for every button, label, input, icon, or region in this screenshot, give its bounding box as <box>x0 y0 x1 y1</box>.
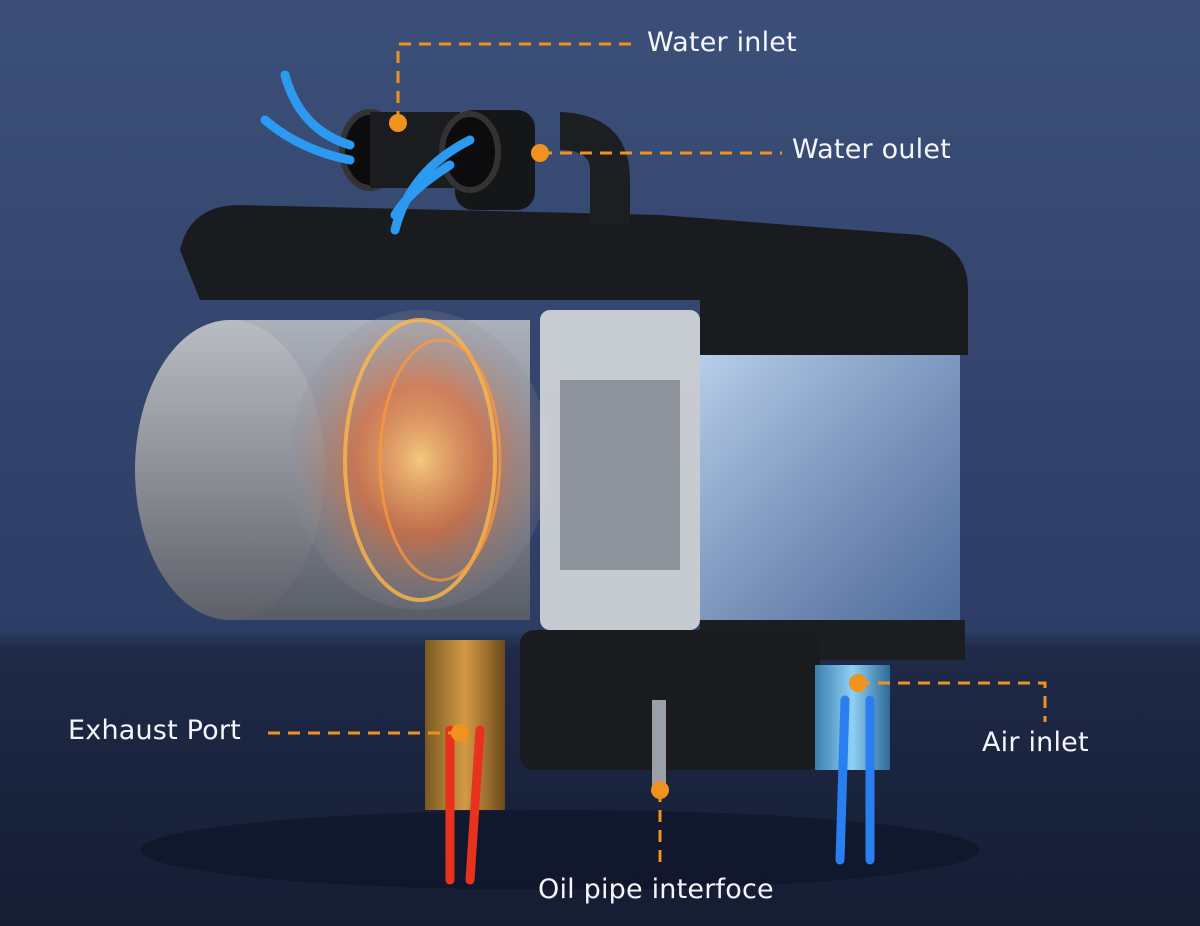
exhaust-pipe <box>425 640 505 810</box>
label-oil-pipe-interface: Oil pipe interfoce <box>538 874 774 905</box>
label-air-inlet: Air inlet <box>982 727 1089 758</box>
oil-pipe <box>652 700 666 790</box>
top-housing <box>180 205 968 355</box>
leader-dots <box>389 114 867 799</box>
label-water-inlet: Water inlet <box>647 27 797 58</box>
fan-housing <box>700 355 960 630</box>
flow-arrows <box>260 70 875 885</box>
combustion-chamber <box>290 310 550 610</box>
leader-lines <box>265 42 1047 862</box>
label-exhaust-port: Exhaust Port <box>68 715 241 746</box>
label-water-outlet: Water oulet <box>792 134 951 165</box>
